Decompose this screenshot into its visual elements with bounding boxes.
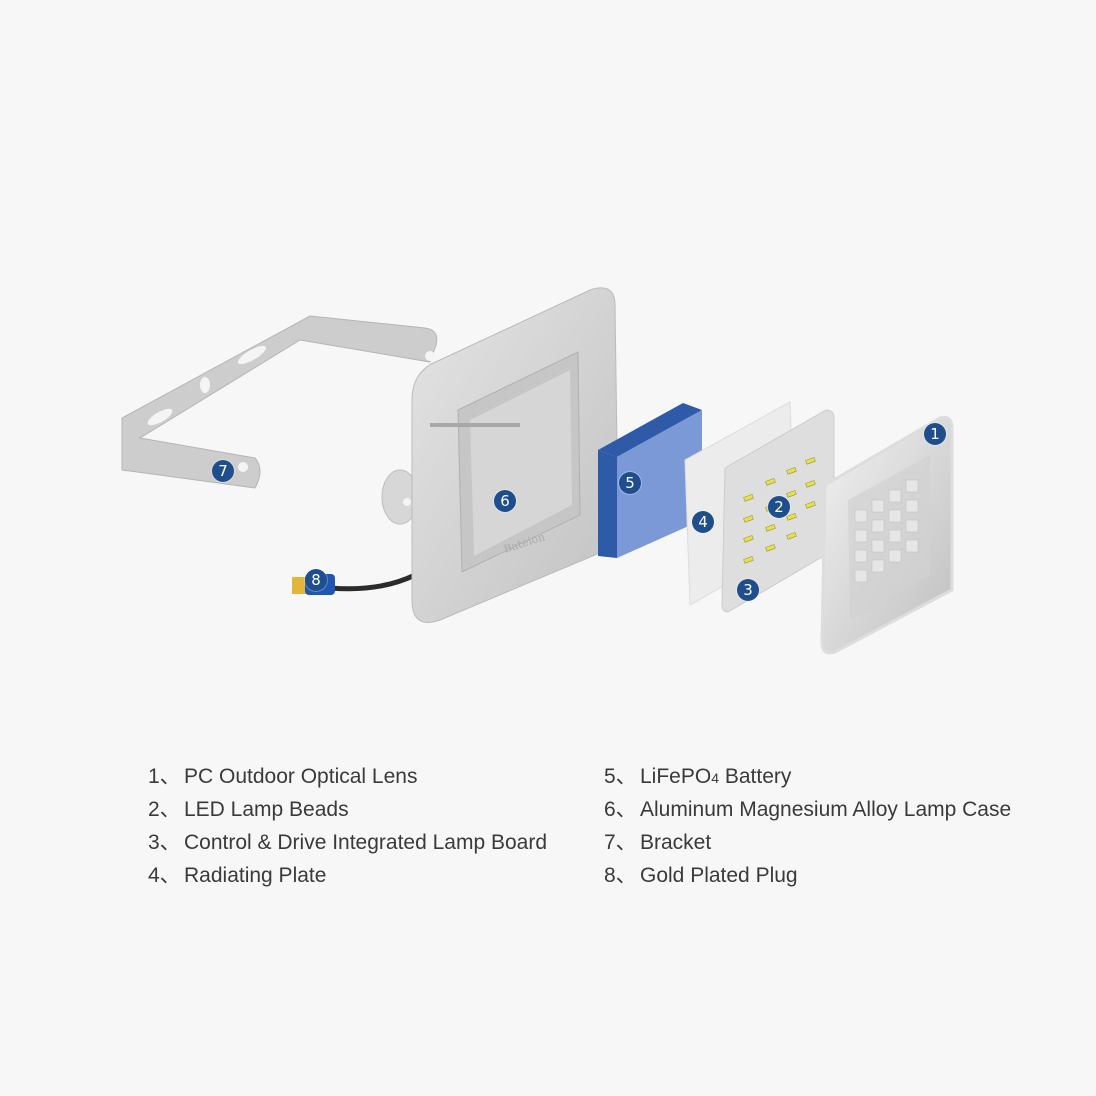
lifepo4-battery [598,403,702,558]
legend-number: 5、 [604,765,637,788]
callout-badge-2: 2 [768,496,790,518]
legend-number: 1、 [148,765,181,788]
optical-lens [820,416,954,655]
legend-number: 2、 [148,798,181,821]
legend-right-column: 5、LiFePO4 Battery 6、Aluminum Magnesium A… [604,760,1011,892]
legend-item-1: 1、PC Outdoor Optical Lens [148,760,547,793]
exploded-view-illustration: Bateion [121,287,954,655]
legend-text: Bracket [640,831,712,854]
callout-badge-7: 7 [212,460,234,482]
legend-item-3: 3、Control & Drive Integrated Lamp Board [148,826,547,859]
legend-text: Aluminum Magnesium Alloy Lamp Case [640,798,1012,821]
legend-text-tail: Battery [719,765,792,788]
exploded-diagram: Bateion [121,287,954,655]
legend-item-4: 4、Radiating Plate [148,859,547,892]
legend-text: LED Lamp Beads [184,798,349,821]
legend-text: Radiating Plate [184,864,327,887]
legend-left-column: 1、PC Outdoor Optical Lens 2、LED Lamp Bea… [148,760,547,892]
legend-number: 6、 [604,798,637,821]
legend-text: Control & Drive Integrated Lamp Board [184,831,548,854]
legend-text: PC Outdoor Optical Lens [184,765,418,788]
callout-badge-8: 8 [305,569,327,591]
legend-number: 3、 [148,831,181,854]
legend-text: LiFePO [640,765,712,788]
legend-item-6: 6、Aluminum Magnesium Alloy Lamp Case [604,793,1011,826]
callout-badge-1: 1 [924,423,946,445]
legend-item-7: 7、Bracket [604,826,1011,859]
callout-badge-4: 4 [692,511,714,533]
legend-item-2: 2、LED Lamp Beads [148,793,547,826]
callout-badge-3: 3 [737,579,759,601]
legend-subscript: 4 [711,770,719,786]
legend-number: 7、 [604,831,637,854]
legend-number: 8、 [604,864,637,887]
legend-text: Gold Plated Plug [640,864,798,887]
bracket [121,315,438,489]
callout-badge-5: 5 [619,472,641,494]
legend-item-8: 8、Gold Plated Plug [604,859,1011,892]
legend-number: 4、 [148,864,181,887]
callout-badge-6: 6 [494,490,516,512]
lamp-case: Bateion [411,287,619,623]
legend-item-5: 5、LiFePO4 Battery [604,760,1011,793]
